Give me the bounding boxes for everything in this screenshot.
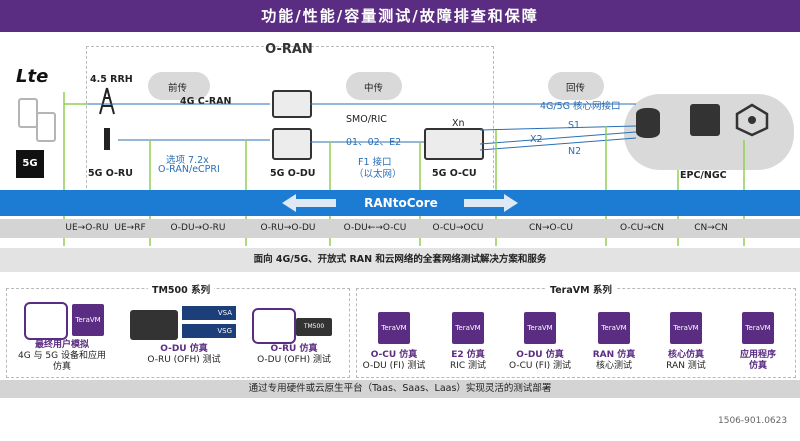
ocu-label: 5G O-CU <box>432 168 477 179</box>
oran-title: O-RAN <box>265 42 313 57</box>
f1-label-1: F1 接口 <box>358 157 392 168</box>
teravm-name-6: 应用程序 <box>739 350 776 360</box>
option-label-1: 选项 7.2x <box>166 155 209 166</box>
segment-9: CN→CN <box>694 223 728 233</box>
fronthaul-label: 前传 <box>168 83 188 94</box>
s1-link <box>479 125 637 131</box>
option-label-2: O-RAN/eCPRI <box>158 164 220 175</box>
teravm-tile-1: TeraVM <box>378 312 410 344</box>
backhaul-cloud <box>548 72 604 100</box>
teravm-tile-4: TeraVM <box>598 312 630 344</box>
segment-strip <box>0 219 800 238</box>
odu-label: 5G O-DU <box>270 168 316 179</box>
teravm-name-2: E2 仿真 <box>451 350 485 360</box>
teravm-name-3: O-DU 仿真 <box>516 350 564 360</box>
teravm-name-5: 核心仿真 <box>667 350 704 360</box>
segment-6: O-CU→OCU <box>432 223 484 233</box>
page-header: 功能/性能/容量测试/故障排查和保障 <box>0 0 800 32</box>
segment-5: O-DU←→O-CU <box>343 223 407 233</box>
odu-server-icon <box>272 128 312 160</box>
ue-device-icon <box>24 302 68 340</box>
ue-desc: 4G 与 5G 设备和应用仿真 <box>18 351 106 372</box>
phone-icon-2 <box>36 112 56 142</box>
segment-7: CN→O-CU <box>528 223 573 233</box>
segment-1: UE→O-RU <box>65 223 109 233</box>
segment-4: O-RU→O-DU <box>260 223 316 233</box>
server-rack-icon <box>690 104 720 136</box>
rantocore-label: RANtoCore <box>364 196 438 210</box>
odu-sim-desc: O-RU (OFH) 测试 <box>147 355 221 365</box>
ue-name: 最终用户模拟 <box>34 340 89 350</box>
band-bar-right <box>464 199 504 207</box>
network-icon <box>735 103 769 137</box>
midhaul-label: 中传 <box>364 83 384 94</box>
odu-sim-name: O-DU 仿真 <box>160 344 208 354</box>
vsa-box: VSA <box>182 306 236 320</box>
fronthaul-cloud <box>148 72 210 100</box>
oru-sim-desc: O-DU (OFH) 测试 <box>257 355 331 365</box>
5g-icon: 5G <box>16 150 44 178</box>
oru-sim-name: O-RU 仿真 <box>270 344 318 354</box>
solutions-note: 面向 4G/5G、开放式 RAN 和云网络的全套网络测试解决方案和服务 <box>0 248 800 272</box>
database-icon <box>636 108 660 138</box>
teravm-name-1: O-CU 仿真 <box>370 350 418 360</box>
ue-caption: 最终用户模拟 4G 与 5G 设备和应用仿真 <box>14 340 110 373</box>
teravm-desc-1: O-DU (FI) 测试 <box>362 361 426 371</box>
epc-label: EPC/NGC <box>680 170 727 181</box>
teravm-caption-2: E2 仿真 RIC 测试 <box>436 350 500 372</box>
xn-label: Xn <box>452 118 465 129</box>
segment-3: O-DU→O-RU <box>170 223 226 233</box>
teravm-desc-4: 核心测试 <box>595 361 632 371</box>
ue-teravm-tile: TeraVM <box>72 304 104 336</box>
teravm-desc-2: RIC 测试 <box>449 361 487 371</box>
teravm-title: TeraVM 系列 <box>546 282 616 296</box>
rrh-tower-icon <box>99 87 115 115</box>
teravm-tile-5: TeraVM <box>670 312 702 344</box>
teravm-desc-6: 仿真 <box>748 361 767 371</box>
oru-sim-device-icon <box>252 308 296 344</box>
deployment-footer: 通过专用硬件或云原生平台（Taas、Saas、Laas）实现灵活的测试部署 <box>0 380 800 398</box>
teravm-tile-3: TeraVM <box>524 312 556 344</box>
teravm-desc-5: RAN 测试 <box>666 361 706 371</box>
rantocore-band <box>0 190 800 216</box>
vsg-box: VSG <box>182 324 236 338</box>
oru-antenna-icon <box>104 128 110 150</box>
smo-label: SMO/RIC <box>346 114 387 125</box>
midhaul-cloud <box>346 72 402 100</box>
x2-link <box>479 131 637 145</box>
segment-2: UE→RF <box>114 223 146 233</box>
segment-8: O-CU→CN <box>619 223 664 233</box>
teravm-caption-6: 应用程序 仿真 <box>726 350 790 372</box>
tm500-title: TM500 系列 <box>148 282 215 296</box>
rrh-label: 4.5 RRH <box>90 74 133 85</box>
teravm-caption-4: RAN 仿真 核心测试 <box>582 350 646 372</box>
oru-label: 5G O-RU <box>88 168 133 179</box>
teravm-caption-1: O-CU 仿真 O-DU (FI) 测试 <box>362 350 426 372</box>
f1-label-2: （以太网） <box>354 169 402 180</box>
backhaul-label: 回传 <box>566 83 586 94</box>
teravm-tile-6: TeraVM <box>742 312 774 344</box>
arrow-right-icon <box>504 194 518 212</box>
odu-sim-chassis-icon <box>130 310 178 340</box>
n2-label: N2 <box>568 146 582 157</box>
cran-label: 4G C-RAN <box>180 96 232 107</box>
teravm-caption-5: 核心仿真 RAN 测试 <box>654 350 718 372</box>
teravm-tile-2: TeraVM <box>452 312 484 344</box>
tm500-chassis-icon: TM500 <box>296 318 332 336</box>
teravm-name-4: RAN 仿真 <box>592 350 636 360</box>
oru-sim-caption: O-RU 仿真 O-DU (OFH) 测试 <box>246 344 342 366</box>
doc-id: 1506-901.0623 <box>718 416 788 426</box>
lte-icon: Lte <box>16 66 49 87</box>
teravm-caption-3: O-DU 仿真 O-CU (FI) 测试 <box>506 350 574 372</box>
arrow-left-icon <box>282 194 296 212</box>
teravm-desc-3: O-CU (FI) 测试 <box>508 361 572 371</box>
band-bar-left <box>296 199 336 207</box>
odu-sim-caption: O-DU 仿真 O-RU (OFH) 测试 <box>124 344 244 366</box>
s1-label: S1 <box>568 120 581 131</box>
n2-link <box>479 137 637 151</box>
core-if-label: 4G/5G 核心网接口 <box>540 101 621 112</box>
